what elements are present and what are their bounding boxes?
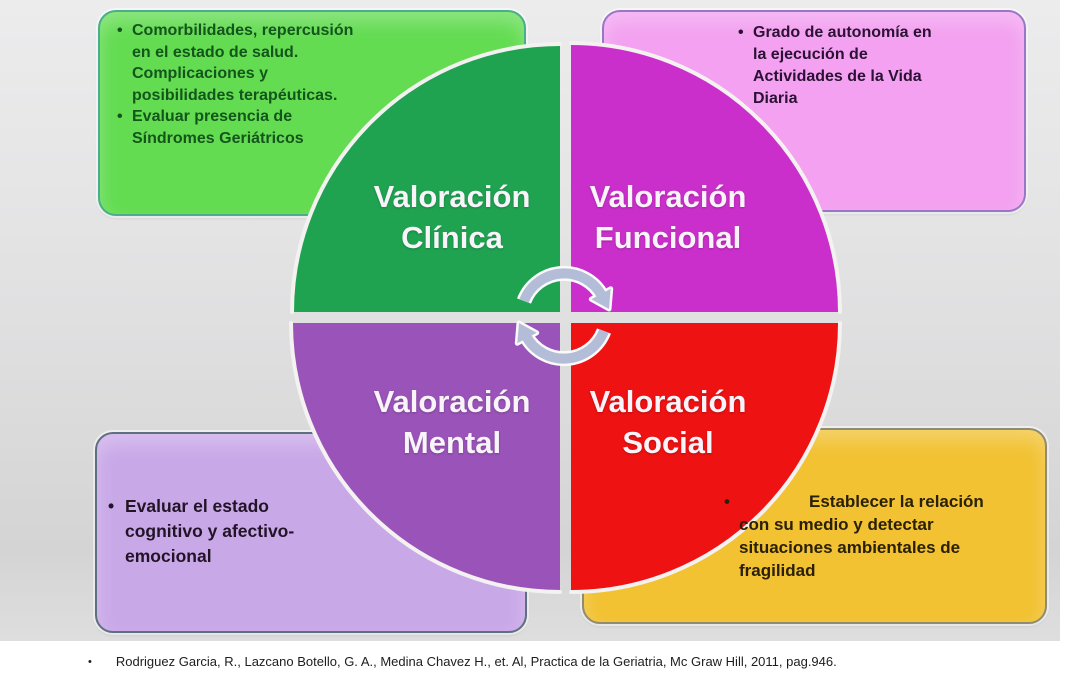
citation: • Rodriguez Garcia, R., Lazcano Botello,… bbox=[88, 654, 837, 670]
quadrant-label-social: Valoración Social bbox=[589, 384, 747, 460]
callout-text-clinica: • Comorbilidades, repercusión en el esta… bbox=[117, 20, 457, 149]
bullet-item: • Comorbilidades, repercusión en el esta… bbox=[117, 20, 457, 106]
bullet-text: Evaluar presencia de Síndromes Geriátric… bbox=[132, 108, 304, 147]
bullet-item: • Grado de autonomía en la ejecución de … bbox=[738, 22, 1028, 110]
bullet-item: • Establecer la relación con su medio y … bbox=[724, 490, 1024, 582]
quadrant-label-mental: Valoración Mental bbox=[373, 384, 531, 460]
bullet-text: Establecer la relación con su medio y de… bbox=[739, 492, 984, 580]
bullet-dot: • bbox=[117, 108, 123, 125]
callout-text-funcional: • Grado de autonomía en la ejecución de … bbox=[738, 22, 1028, 110]
quadrant-label-clinica: Valoración Clínica bbox=[373, 179, 531, 255]
slide-background: Valoración Clínica Valoración Funcional … bbox=[0, 0, 1060, 641]
bullet-item: • Evaluar presencia de Síndromes Geriátr… bbox=[117, 106, 457, 149]
bullet-dot: • bbox=[117, 22, 123, 39]
callout-text-social: • Establecer la relación con su medio y … bbox=[724, 490, 1024, 582]
cycle-arrows-icon bbox=[514, 265, 614, 367]
bullet-dot: • bbox=[724, 492, 730, 511]
bullet-item: • Evaluar el estado cognitivo y afectivo… bbox=[108, 494, 438, 569]
citation-text: Rodriguez Garcia, R., Lazcano Botello, G… bbox=[115, 654, 837, 669]
citation-bullet: • bbox=[88, 656, 92, 668]
bullet-text: Comorbilidades, repercusión en el estado… bbox=[132, 22, 354, 104]
bullet-text: Grado de autonomía en la ejecución de Ac… bbox=[753, 24, 932, 107]
callout-text-mental: • Evaluar el estado cognitivo y afectivo… bbox=[108, 494, 438, 569]
bullet-text: Evaluar el estado cognitivo y afectivo- … bbox=[125, 496, 295, 566]
bullet-dot: • bbox=[108, 496, 115, 516]
bullet-dot: • bbox=[738, 24, 744, 41]
quadrant-label-funcional: Valoración Funcional bbox=[589, 179, 747, 255]
